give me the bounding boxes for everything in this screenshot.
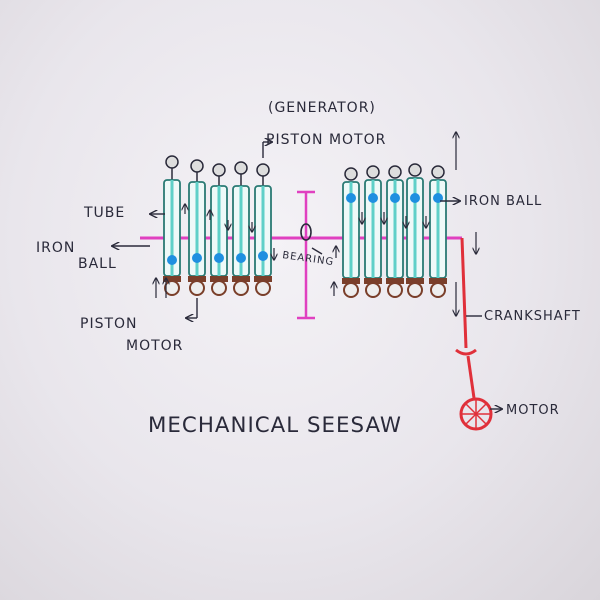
arrow-icon: [150, 142, 502, 409]
bearing-label: BEARING: [282, 250, 335, 268]
tube-label: TUBE: [83, 205, 125, 221]
tube: [342, 167, 360, 298]
tube: [210, 163, 228, 296]
piston-motor-bottom-label-1: PISTON: [80, 316, 138, 332]
iron-ball: [258, 251, 268, 261]
iron-ball: [167, 255, 177, 265]
piston-motor-bottom-label-2: MOTOR: [126, 338, 183, 354]
iron-ball: [192, 253, 202, 263]
tube: [254, 163, 272, 296]
tube: [429, 165, 447, 298]
iron-ball: [368, 193, 378, 203]
generator-label: (GENERATOR): [268, 100, 376, 116]
iron-ball-left-label-2: BALL: [78, 256, 117, 272]
iron-ball: [346, 193, 356, 203]
crankshaft-label: CRANKSHAFT: [484, 309, 581, 324]
iron-ball-left-label-1: IRON: [36, 240, 75, 256]
wheel-icon: [459, 397, 493, 431]
motor-label: MOTOR: [506, 403, 560, 418]
bearing-icon: [297, 190, 315, 320]
iron-ball-right-label: IRON BALL: [464, 194, 542, 209]
arrow-icon: [334, 132, 476, 316]
diagram-title: MECHANICAL SEESAW: [148, 413, 402, 437]
right-tube-group: [334, 132, 476, 316]
piston-motor-top-label: PISTON MOTOR: [266, 132, 386, 148]
iron-ball: [214, 253, 224, 263]
left-tube-group: [156, 155, 274, 298]
tube: [232, 161, 250, 296]
iron-ball: [410, 193, 420, 203]
tube: [188, 159, 206, 296]
tube: [386, 165, 404, 298]
tube: [364, 165, 382, 298]
crankshaft: [455, 237, 477, 399]
arrow-icon: [156, 204, 274, 298]
tube: [406, 163, 424, 298]
iron-ball: [236, 253, 246, 263]
tube: [163, 155, 181, 296]
iron-ball: [390, 193, 400, 203]
